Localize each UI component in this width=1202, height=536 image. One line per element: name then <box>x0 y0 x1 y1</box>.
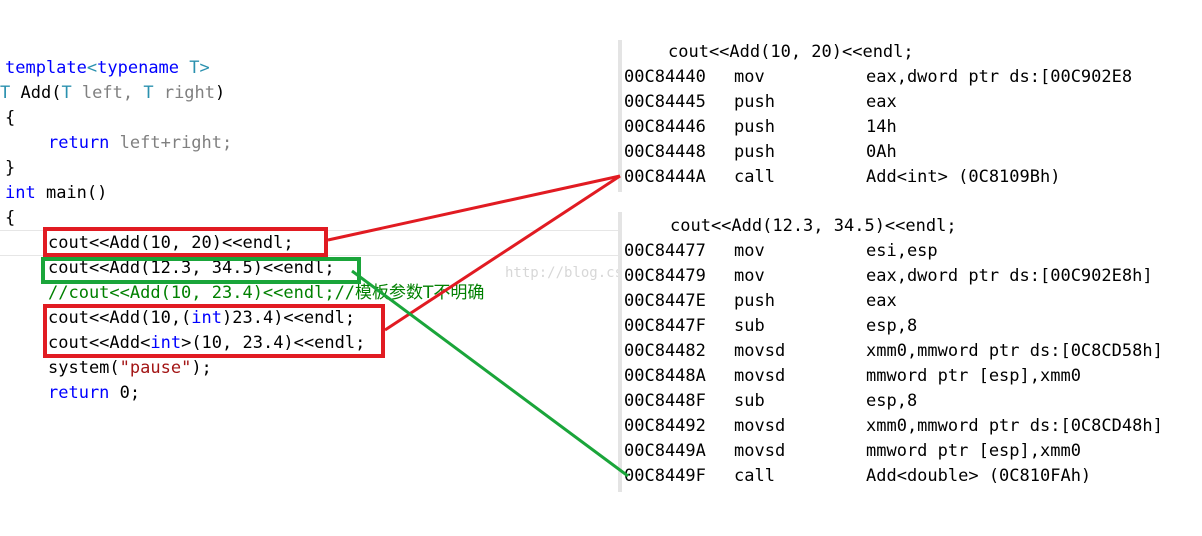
disassembly-mnemonic: movsd <box>734 366 786 386</box>
disassembly-source-line: cout<<Add(12.3, 34.5)<<endl; <box>670 216 957 236</box>
disassembly-address: 00C84482 <box>624 341 706 361</box>
disassembly-operands: Add<int> (0C8109Bh) <box>866 167 1061 187</box>
disassembly-mnemonic: mov <box>734 266 765 286</box>
disassembly-operands: mmword ptr [esp],xmm0 <box>866 441 1081 461</box>
disassembly-operands: esi,esp <box>866 241 938 261</box>
code-line-template: template<typename T> <box>5 58 210 78</box>
disassembly-row: 00C8444A call Add<int> (0C8109Bh) <box>624 165 1202 190</box>
disassembly-row: 00C8448A movsd mmword ptr [esp],xmm0 <box>624 364 1202 389</box>
disassembly-mnemonic: push <box>734 92 775 112</box>
highlight-box-call2 <box>41 257 361 284</box>
disassembly-mnemonic: push <box>734 291 775 311</box>
disassembly-operands: esp,8 <box>866 316 918 336</box>
disassembly-address: 00C84446 <box>624 117 706 137</box>
disassembly-address: 00C8447E <box>624 291 706 311</box>
disassembly-panel-2[interactable]: cout<<Add(12.3, 34.5)<<endl; 00C84477 mov… <box>618 212 1202 492</box>
disassembly-panel-1[interactable]: cout<<Add(10, 20)<<endl; 00C84440 mov eax,… <box>618 40 1202 192</box>
disassembly-address: 00C84448 <box>624 142 706 162</box>
disassembly-row: 00C84440 mov eax,dword ptr ds:[00C902E8 <box>624 65 1202 90</box>
disassembly-mnemonic: call <box>734 466 775 486</box>
disassembly-mnemonic: mov <box>734 241 765 261</box>
disassembly-row: 00C8448F sub esp,8 <box>624 389 1202 414</box>
disassembly-source-line: cout<<Add(10, 20)<<endl; <box>668 42 914 62</box>
disassembly-address: 00C8447F <box>624 316 706 336</box>
code-line-signature: T Add(T left, T right) <box>0 83 226 103</box>
disassembly-row: 00C84482 movsd xmm0,mmword ptr ds:[0C8CD58… <box>624 339 1202 364</box>
disassembly-address: 00C8444A <box>624 167 706 187</box>
disassembly-mnemonic: push <box>734 142 775 162</box>
disassembly-operands: eax,dword ptr ds:[00C902E8h] <box>866 266 1153 286</box>
code-line-open-brace: { <box>5 108 16 128</box>
disassembly-address: 00C84445 <box>624 92 706 112</box>
disassembly-address: 00C84477 <box>624 241 706 261</box>
disassembly-divider <box>618 212 622 492</box>
disassembly-mnemonic: sub <box>734 391 765 411</box>
disassembly-operands: mmword ptr [esp],xmm0 <box>866 366 1081 386</box>
disassembly-divider <box>618 40 622 192</box>
arrow-call2-to-disasm <box>351 269 629 478</box>
disassembly-address: 00C8448A <box>624 366 706 386</box>
disassembly-address: 00C8449A <box>624 441 706 461</box>
disassembly-mnemonic: sub <box>734 316 765 336</box>
disassembly-row: 00C8449A movsd mmword ptr [esp],xmm0 <box>624 439 1202 464</box>
disassembly-row: 00C8449F call Add<double> (0C810FAh) <box>624 464 1202 489</box>
disassembly-operands: esp,8 <box>866 391 918 411</box>
disassembly-row: 00C8447E push eax <box>624 289 1202 314</box>
disassembly-operands: eax,dword ptr ds:[00C902E8 <box>866 67 1133 87</box>
disassembly-row: 00C84446 push 14h <box>624 115 1202 140</box>
disassembly-mnemonic: call <box>734 167 775 187</box>
disassembly-row: 00C84479 mov eax,dword ptr ds:[00C902E8h] <box>624 264 1202 289</box>
highlight-box-call1 <box>43 227 328 257</box>
code-line-call5: cout<<Add<int>(10, 23.4)<<endl; <box>48 333 366 353</box>
disassembly-address: 00C84440 <box>624 67 706 87</box>
disassembly-address: 00C84479 <box>624 266 706 286</box>
disassembly-row: 00C84445 push eax <box>624 90 1202 115</box>
disassembly-row: 00C84477 mov esi,esp <box>624 239 1202 264</box>
code-line-close-brace: } <box>5 158 16 178</box>
disassembly-row: 00C84448 push 0Ah <box>624 140 1202 165</box>
disassembly-address: 00C84492 <box>624 416 706 436</box>
disassembly-operands: 0Ah <box>866 142 897 162</box>
arrow-call1-to-disasm <box>327 174 621 242</box>
disassembly-mnemonic: push <box>734 117 775 137</box>
code-line-call4: cout<<Add(10,(int)23.4)<<endl; <box>48 308 356 328</box>
highlight-box-call4-call5 <box>43 304 385 358</box>
code-line-main: int main() <box>5 183 108 203</box>
disassembly-mnemonic: movsd <box>734 441 786 461</box>
disassembly-mnemonic: movsd <box>734 341 786 361</box>
code-line-return0: return 0; <box>48 383 141 403</box>
disassembly-mnemonic: movsd <box>734 416 786 436</box>
disassembly-operands: Add<double> (0C810FAh) <box>866 466 1092 486</box>
disassembly-mnemonic: mov <box>734 67 765 87</box>
disassembly-address: 00C8448F <box>624 391 706 411</box>
disassembly-operands: xmm0,mmword ptr ds:[0C8CD58h] <box>866 341 1163 361</box>
disassembly-operands: eax <box>866 291 897 311</box>
disassembly-row: 00C8447F sub esp,8 <box>624 314 1202 339</box>
arrow-call45-to-disasm <box>384 174 621 332</box>
code-line-return: return left+right; <box>48 133 233 153</box>
code-line-call2: cout<<Add(12.3, 34.5)<<endl; <box>48 258 335 278</box>
disassembly-operands: eax <box>866 92 897 112</box>
disassembly-operands: xmm0,mmword ptr ds:[0C8CD48h] <box>866 416 1163 436</box>
code-line-call1: cout<<Add(10, 20)<<endl; <box>48 233 294 253</box>
code-line-main-open: { <box>5 208 16 228</box>
disassembly-operands: 14h <box>866 117 897 137</box>
code-editor[interactable]: template<typename T> T Add(T left, T rig… <box>0 40 620 440</box>
disassembly-row: 00C84492 movsd xmm0,mmword ptr ds:[0C8CD48… <box>624 414 1202 439</box>
disassembly-address: 00C8449F <box>624 466 706 486</box>
code-line-system: system("pause"); <box>48 358 212 378</box>
